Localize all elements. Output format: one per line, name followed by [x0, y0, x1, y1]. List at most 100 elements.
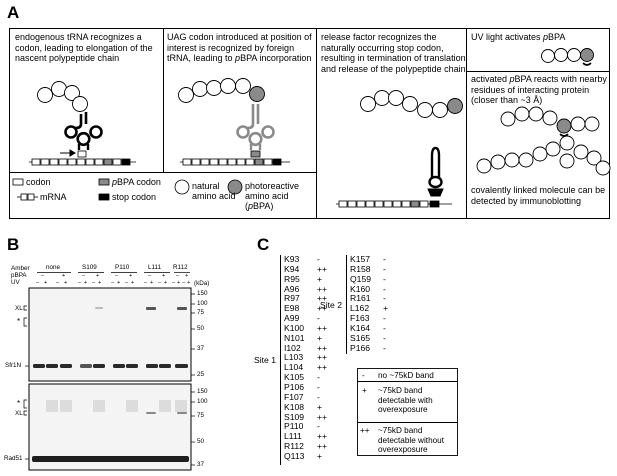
panel-c-letter: C: [257, 235, 270, 254]
site1-row: E98++: [284, 303, 327, 314]
residue: K105: [284, 372, 305, 383]
site1-row: K105 -: [284, 372, 327, 383]
residue: F107: [284, 391, 304, 402]
residue: Q113: [284, 450, 305, 461]
site1-row: K108+: [284, 402, 327, 413]
site2-row: Q159-: [350, 274, 388, 285]
score: ++: [317, 362, 328, 373]
legend-stop-codon-label: stop codon: [112, 192, 157, 202]
band-label-star-bottom: *: [17, 399, 21, 408]
marker-25-top: 25: [197, 371, 205, 378]
uv-sign: –: [144, 280, 148, 286]
row-label-amber: Amber: [11, 265, 30, 272]
site2-label: Site 2: [320, 300, 342, 310]
uv-sign: +: [131, 280, 135, 286]
site2-row: L162+: [350, 303, 388, 314]
site1-row: S109++: [284, 412, 327, 423]
step5-description: activated pBPA reacts with nearby residu…: [471, 74, 607, 106]
sfr1n-bands: [33, 364, 188, 368]
site1-row: L111++: [284, 431, 327, 442]
uv-sign: +: [177, 280, 181, 286]
step2-chain: [178, 78, 265, 103]
pbpa-sign: –: [82, 273, 86, 279]
pbpa-sign: +: [129, 273, 133, 279]
band-label-star-top: *: [17, 317, 21, 326]
score-key-text: ~75kD band detectable without overexposu…: [378, 426, 444, 455]
score: ++: [317, 342, 328, 353]
site1-table: K93- K94++ R95+ A96++ R97++ E98++ A99- K…: [284, 254, 328, 462]
step5-chain-top: [500, 106, 600, 134]
step4-description: UV light activates pBPA: [471, 32, 566, 42]
score: ++: [317, 293, 328, 304]
score-key-text: no ~75kD band: [378, 371, 434, 380]
residue: S165: [350, 332, 371, 343]
step2-description: UAG codon introduced at position of inte…: [167, 32, 312, 64]
site2-row: S165-: [350, 332, 388, 344]
uv-sign: –: [56, 280, 60, 286]
lane-group-p110: P110: [115, 264, 130, 271]
band-label-sfr1n: Sfr1N: [5, 362, 22, 369]
site1-row: P106-: [284, 382, 327, 393]
residue: K94: [284, 263, 300, 274]
step3-description: release factor recognizes the naturally …: [321, 32, 466, 74]
pbpa-sign: +: [96, 273, 100, 279]
marker-50-bottom: 50: [197, 438, 205, 445]
site1-row: F107-: [284, 391, 327, 403]
site1-row: K93 -: [284, 254, 327, 265]
residue: L103: [284, 352, 304, 363]
marker-50-top: 50: [197, 325, 205, 332]
marker-75-top: 75: [197, 309, 205, 316]
uv-sign: +: [117, 280, 121, 286]
score: -: [317, 421, 320, 432]
marker-75-bottom: 75: [197, 412, 205, 419]
residue: K100: [284, 322, 305, 333]
kda-label: (kDa): [194, 280, 210, 287]
step1-trna: [64, 112, 103, 150]
step1-description: endogenous tRNA recognizes a codon, lead…: [15, 32, 153, 64]
row-label-uv: UV: [11, 279, 20, 286]
site2-row: P166-: [350, 343, 388, 354]
legend-natural-aa-label: natural amino acid: [192, 181, 236, 201]
legend-mrna-label: mRNA: [40, 192, 67, 202]
legend-pbpa-codon-label: pBPA codon: [112, 177, 161, 187]
site1-row: L103++: [284, 353, 327, 363]
site2-row: K160-: [350, 283, 388, 295]
score: +: [317, 450, 323, 461]
step6-description: covalently linked molecule can be detect…: [471, 185, 606, 206]
site2-row: K164 -: [350, 322, 388, 334]
pbpa-sign: –: [41, 273, 45, 279]
band-label-xl-bottom: XL: [15, 410, 23, 417]
score: -: [317, 372, 320, 383]
site1-row: A96++: [284, 284, 327, 295]
residue: R158: [350, 263, 371, 274]
score: -: [317, 254, 320, 264]
site2-row: R158-: [350, 263, 388, 275]
score: -: [383, 322, 386, 333]
residue: L162: [350, 303, 370, 314]
residue: R95: [284, 273, 300, 284]
uv-sign: –: [125, 280, 129, 286]
residue: K160: [350, 283, 371, 294]
site1-row: P110-: [284, 421, 327, 432]
marker-150-top: 150: [197, 290, 208, 297]
residue: L104: [284, 362, 304, 373]
site1-row: I102++: [284, 342, 328, 354]
score: -: [383, 254, 386, 264]
rad51-bands: [32, 456, 189, 462]
site2-row: F163-: [350, 313, 388, 324]
score-key-symbol: +: [362, 386, 367, 395]
uv-sign: –: [36, 280, 40, 286]
step3-mrna: [336, 200, 452, 208]
pbpa-sign: +: [162, 273, 166, 279]
residue: K93: [284, 254, 300, 264]
step4-chain: [541, 48, 594, 63]
site1-row: K94 ++: [284, 263, 328, 275]
residue: K164: [350, 322, 371, 333]
score: ++: [317, 263, 328, 274]
marker-100-bottom: 100: [197, 398, 208, 405]
pbpa-sign: –: [148, 273, 152, 279]
pbpa-sign: +: [185, 273, 189, 279]
